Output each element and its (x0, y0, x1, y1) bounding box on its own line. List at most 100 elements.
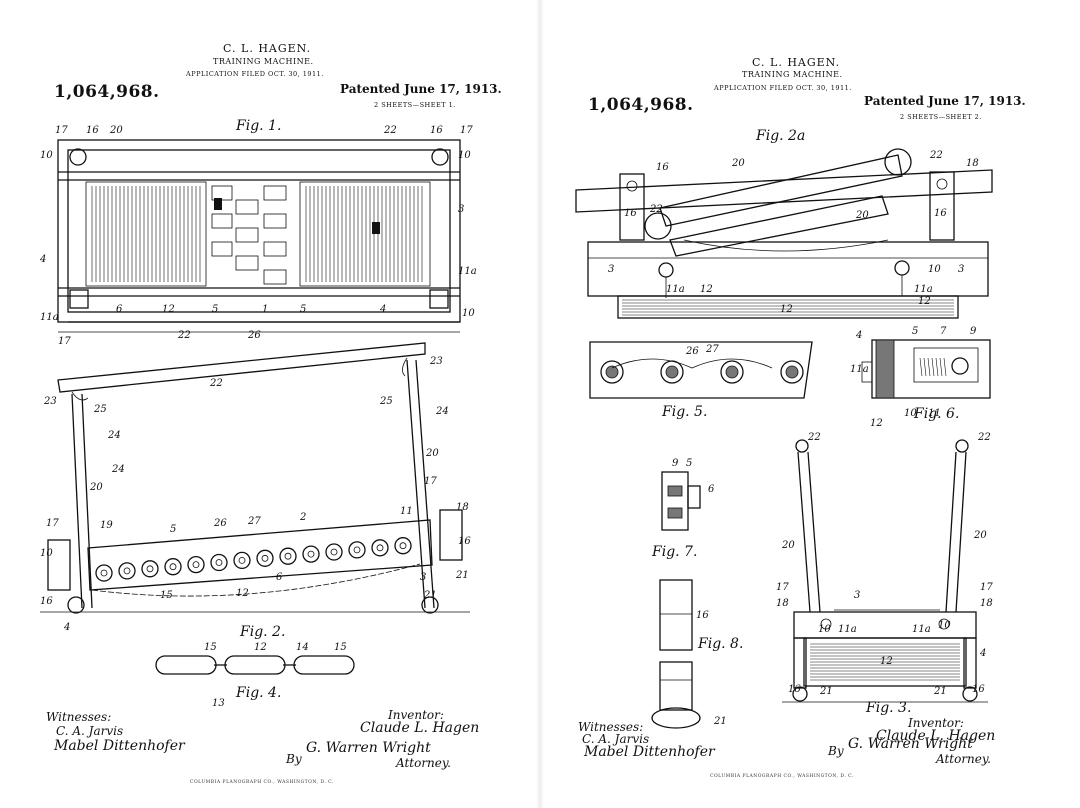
roller (256, 549, 274, 567)
roller-hub (261, 554, 269, 562)
roller (371, 539, 389, 557)
fig-5-drawing: Fig. 5. (589, 341, 813, 420)
svg-text:25: 25 (93, 404, 107, 415)
patent-number: 1,064,968. (588, 95, 694, 115)
spring-coil (943, 357, 947, 377)
svg-text:13: 13 (212, 698, 225, 709)
svg-text:22: 22 (807, 432, 821, 443)
spring-coil (923, 357, 927, 377)
patent-title: TRAINING MACHINE. (742, 70, 843, 79)
svg-text:11a: 11a (838, 624, 857, 635)
svg-text:20: 20 (973, 530, 987, 541)
roller (348, 541, 366, 559)
svg-text:16: 16 (624, 208, 637, 219)
svg-text:23: 23 (43, 396, 57, 407)
svg-text:17: 17 (55, 125, 68, 136)
svg-text:12: 12 (918, 296, 931, 307)
svg-text:21: 21 (423, 590, 437, 601)
spring-coil (939, 357, 943, 377)
svg-text:18: 18 (776, 598, 789, 609)
svg-text:12: 12 (254, 642, 267, 653)
svg-text:22: 22 (649, 204, 663, 215)
svg-text:24: 24 (111, 464, 125, 475)
svg-text:12: 12 (236, 588, 249, 599)
svg-text:12: 12 (162, 304, 175, 315)
inventor-label: Inventor: (908, 716, 964, 730)
witness-2-signature: Mabel Dittenhofer (584, 744, 715, 760)
sheet-footer: COLUMBIA PLANOGRAPH CO., WASHINGTON, D. … (710, 774, 854, 779)
svg-text:22: 22 (929, 150, 943, 161)
filing-date: APPLICATION FILED OCT. 30, 1911. (714, 84, 852, 92)
svg-text:16: 16 (656, 162, 669, 173)
svg-text:10: 10 (458, 150, 471, 161)
svg-text:1: 1 (262, 304, 268, 315)
svg-text:20: 20 (89, 482, 103, 493)
sheet-number: 2 SHEETS—SHEET 2. (900, 113, 982, 121)
patent-sheet-1: C. L. HAGEN. TRAINING MACHINE. APPLICATI… (0, 0, 538, 808)
svg-text:5: 5 (686, 458, 692, 469)
witness-1-signature: C. A. Jarvis (582, 732, 650, 746)
svg-text:10: 10 (40, 150, 53, 161)
svg-text:4: 4 (39, 254, 46, 265)
svg-text:16: 16 (972, 684, 985, 695)
inventor-name: C. L. HAGEN. (223, 42, 312, 55)
roller-hub (284, 552, 292, 560)
svg-text:15: 15 (160, 590, 173, 601)
fig-2-label: Fig. 2. (239, 624, 285, 640)
svg-text:11: 11 (400, 506, 413, 517)
svg-text:12: 12 (880, 656, 893, 667)
spring-coil (927, 357, 931, 377)
inventor-signature: Claude L. Hagen (360, 720, 480, 736)
svg-text:10: 10 (462, 308, 475, 319)
roller (95, 564, 113, 582)
roller (164, 558, 182, 576)
svg-text:12: 12 (700, 284, 713, 295)
svg-text:24: 24 (107, 430, 121, 441)
by-label: By (286, 752, 302, 766)
svg-text:26: 26 (247, 330, 261, 341)
fig-3-drawing: Fig. 3. (782, 439, 988, 716)
roller-hub (353, 546, 361, 554)
patent-number: 1,064,968. (54, 82, 160, 102)
svg-text:21: 21 (455, 570, 469, 581)
fig-2a-label: Fig. 2a (755, 128, 805, 144)
svg-text:18: 18 (980, 598, 993, 609)
svg-text:27: 27 (705, 344, 719, 355)
svg-text:6: 6 (708, 484, 715, 495)
by-label: By (828, 744, 844, 758)
svg-text:9: 9 (970, 326, 977, 337)
svg-text:17: 17 (460, 125, 473, 136)
page-gutter (536, 0, 544, 808)
roller (118, 562, 136, 580)
patent-date: Patented June 17, 1913. (864, 94, 1026, 108)
roller-hub (307, 550, 315, 558)
fig-2-drawing: Fig. 2. (40, 342, 470, 640)
roller (600, 360, 624, 384)
svg-text:21: 21 (713, 716, 727, 727)
svg-text:11a: 11a (850, 364, 869, 375)
svg-text:14: 14 (296, 642, 309, 653)
witness-1-signature: C. A. Jarvis (56, 724, 124, 738)
svg-text:15: 15 (204, 642, 217, 653)
svg-text:16: 16 (788, 684, 801, 695)
fig-8-drawing: Fig. 8. (651, 579, 743, 729)
roller (325, 543, 343, 561)
svg-text:5: 5 (212, 304, 218, 315)
roller-hub (215, 559, 223, 566)
svg-text:16: 16 (934, 208, 947, 219)
roller-hub (605, 365, 619, 379)
svg-text:17: 17 (776, 582, 789, 593)
patent-sheet-2: C. L. HAGEN. TRAINING MACHINE. APPLICATI… (542, 0, 1080, 808)
svg-text:6: 6 (116, 304, 123, 315)
sheet-footer: COLUMBIA PLANOGRAPH CO., WASHINGTON, D. … (190, 780, 334, 785)
svg-text:11a: 11a (666, 284, 685, 295)
svg-text:10: 10 (928, 264, 941, 275)
svg-text:4: 4 (63, 622, 70, 633)
sheet-2-drawings: Fig. 2a Fig. 5. Fig. 6. (575, 128, 993, 729)
svg-text:5: 5 (300, 304, 306, 315)
svg-text:5: 5 (912, 326, 918, 337)
svg-text:12: 12 (870, 418, 883, 429)
svg-text:27: 27 (247, 516, 261, 527)
roller-hub (330, 548, 338, 556)
